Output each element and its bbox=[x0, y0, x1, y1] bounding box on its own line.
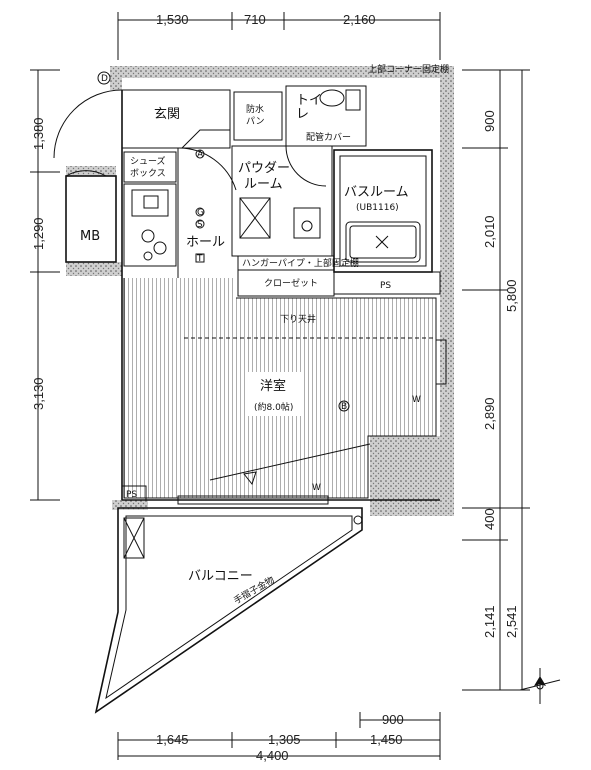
powder-room: パウダー ルーム bbox=[231, 145, 333, 257]
hanger-label: ハンガーパイプ・上部固定棚 bbox=[242, 257, 359, 269]
marker-a: A bbox=[197, 150, 204, 160]
dim-bottom-1: 900 bbox=[382, 712, 404, 727]
balcony: バルコニー 手摺子金物 bbox=[94, 507, 363, 714]
bathroom-label: バスルーム bbox=[344, 185, 409, 200]
western-label: 洋室 bbox=[260, 378, 286, 394]
bottom-dimension-line: 900 1,645 1,305 1,450 4,400 bbox=[117, 712, 441, 763]
marker-w: W bbox=[412, 395, 421, 405]
shoes-box-label-2: ボックス bbox=[130, 168, 166, 179]
dim-left-1: 1,380 bbox=[31, 117, 46, 150]
closet-label: クローゼット bbox=[264, 277, 318, 289]
genkan-area: 玄関 bbox=[121, 89, 231, 149]
dim-left-2: 1,290 bbox=[31, 217, 46, 250]
dim-right-2: 2,010 bbox=[482, 215, 497, 248]
shoes-box: シューズ ボックス bbox=[123, 151, 177, 183]
western-room: 下り天井 洋室 (約8.0帖) B W W bbox=[123, 278, 447, 499]
dim-right-5: 5,800 bbox=[504, 279, 519, 312]
marker-w2: W bbox=[312, 483, 321, 493]
hall-label: ホール bbox=[186, 235, 225, 250]
powder-label-2: ルーム bbox=[244, 177, 283, 192]
marker-t: T bbox=[196, 254, 203, 264]
ps-room-label: PS bbox=[126, 490, 137, 500]
dim-right-7: 2,541 bbox=[504, 605, 519, 638]
balcony-label: バルコニー bbox=[188, 569, 253, 584]
shoes-box-label-1: シューズ bbox=[130, 155, 166, 167]
upper-corner-shelf-label: 上部コーナー固定棚 bbox=[368, 63, 449, 75]
toilet-room: トイ レ 配管カバー 上部コーナー固定棚 bbox=[285, 63, 449, 187]
western-size-label: (約8.0帖) bbox=[254, 401, 293, 413]
ps-bath-label: PS bbox=[380, 281, 391, 291]
dim-top-3: 2,160 bbox=[343, 12, 376, 27]
dim-top-1: 1,530 bbox=[156, 12, 189, 27]
dim-right-6: 2,141 bbox=[482, 605, 497, 638]
ps-room: PS bbox=[121, 485, 147, 501]
balcony-window bbox=[177, 495, 329, 505]
toilet-label-2: レ bbox=[296, 107, 309, 122]
dim-right-4: 400 bbox=[482, 508, 497, 530]
marker-g: G bbox=[197, 208, 204, 218]
bathroom: バスルーム (UB1116) bbox=[333, 149, 433, 273]
bathroom-spec-label: (UB1116) bbox=[356, 203, 399, 213]
cover-label: 配管カバー bbox=[306, 131, 351, 143]
bosui-label-2: パン bbox=[246, 116, 264, 127]
ps-bath: PS bbox=[333, 271, 441, 295]
top-dimension-line: 1,530 710 2,160 bbox=[117, 12, 441, 60]
dim-bottom-4: 1,450 bbox=[370, 732, 403, 747]
left-dimension-line: 1,380 1,290 3,130 bbox=[30, 69, 60, 501]
toilet-label-1: トイ bbox=[296, 93, 322, 108]
mb-label: MB bbox=[80, 229, 100, 244]
marker-d: D bbox=[101, 74, 108, 84]
powder-label-1: パウダー bbox=[238, 161, 290, 176]
marker-b: B bbox=[341, 402, 347, 412]
bosui-label-1: 防水 bbox=[246, 103, 264, 115]
dim-right-3: 2,890 bbox=[482, 397, 497, 430]
genkan-label: 玄関 bbox=[154, 107, 180, 122]
ceiling-label: 下り天井 bbox=[280, 313, 316, 325]
dim-bottom-5: 4,400 bbox=[256, 748, 289, 763]
closet: ハンガーパイプ・上部固定棚 クローゼット bbox=[237, 255, 359, 297]
dim-right-1: 900 bbox=[482, 110, 497, 132]
dim-top-2: 710 bbox=[244, 12, 266, 27]
dim-bottom-2: 1,645 bbox=[156, 732, 189, 747]
marker-s: S bbox=[197, 220, 203, 230]
right-dimension-line: 900 2,010 2,890 400 5,800 2,141 2,541 bbox=[462, 69, 530, 691]
dim-bottom-3: 1,305 bbox=[268, 732, 301, 747]
dim-left-3: 3,130 bbox=[31, 377, 46, 410]
north-arrow-icon bbox=[519, 668, 561, 704]
bosui-pan: 防水 パン bbox=[233, 91, 283, 141]
kitchen-area bbox=[123, 183, 177, 267]
mb-box: MB bbox=[65, 170, 117, 263]
